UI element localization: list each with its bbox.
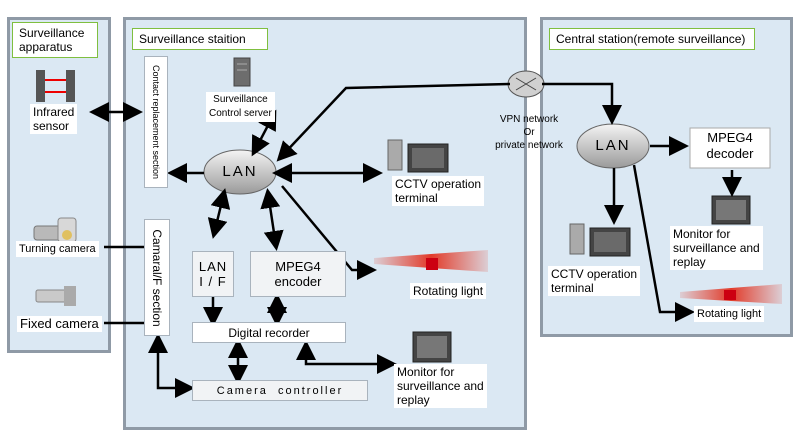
turning-camera-icon: [33, 217, 77, 243]
arrow-lan-vpn: [276, 82, 511, 162]
connection-arrows: [89, 82, 742, 398]
arrow-lan-lanif: [207, 188, 231, 239]
fixed-camera-icon: [35, 286, 76, 306]
cctv-local-label: CCTV operation terminal: [392, 176, 485, 206]
arrow-if-controller: [148, 333, 195, 398]
monitor-remote-label: Monitor for surveillance and replay: [670, 226, 763, 270]
rotating-light-remote-icon: [680, 284, 782, 304]
lan-remote-label: LAN: [595, 137, 631, 154]
arrow-vpn-lan-remote: [542, 82, 622, 125]
monitor-local-icon: [412, 331, 452, 363]
lan-if-box: LAN I / F: [192, 251, 234, 297]
turning-camera-label: Turning camera: [16, 241, 99, 257]
cctv-remote-icon: [569, 223, 631, 257]
surveillance-apparatus-title: Surveillance apparatus: [12, 22, 98, 58]
control-server-label: Surveillance Control server: [206, 92, 275, 122]
cctv-remote-label: CCTV operation terminal: [548, 266, 641, 296]
cctv-local-icon: [387, 139, 449, 173]
mpeg4-encoder-box: MPEG4 encoder: [250, 251, 346, 297]
rotating-light-local-label: Rotating light: [410, 283, 487, 299]
digital-recorder-box: Digital recorder: [192, 322, 346, 343]
camera-controller-box: Camera controller: [192, 380, 368, 401]
central-station-title: Central station(remote surveillance): [549, 28, 755, 50]
control-server-icon: [233, 57, 251, 87]
infrared-sensor-icon: [36, 70, 75, 102]
vpn-router-icon: [507, 70, 545, 98]
infrared-sensor-label: Infrared sensor: [30, 104, 78, 134]
arrow-lan-rotating-light: [281, 185, 377, 280]
rotating-light-local-icon: [374, 250, 488, 272]
arrow-lan-encoder: [260, 188, 284, 251]
fixed-camera-label: Fixed camera: [17, 316, 102, 332]
vpn-network-label: VPN network Or private network: [495, 114, 563, 151]
monitor-local-label: Monitor for surveillance and replay: [394, 364, 487, 408]
contact-replacement-section: Contact replacement section: [144, 56, 168, 188]
arrow-lanremote-light: [632, 164, 695, 322]
mpeg4-decoder-box-icon: [689, 127, 771, 169]
rotating-light-remote-label: Rotating light: [694, 306, 765, 322]
arrow-recorder-monitor: [296, 340, 397, 374]
mpeg4-decoder-label: MPEG4 decoder: [706, 130, 754, 161]
camera-if-section: Camaral/F section: [144, 219, 170, 336]
surveillance-station-title: Surveillance staition: [132, 28, 268, 50]
central-station-panel: [540, 17, 793, 337]
monitor-remote-icon: [711, 195, 751, 225]
lan-local-label: LAN: [222, 163, 258, 180]
